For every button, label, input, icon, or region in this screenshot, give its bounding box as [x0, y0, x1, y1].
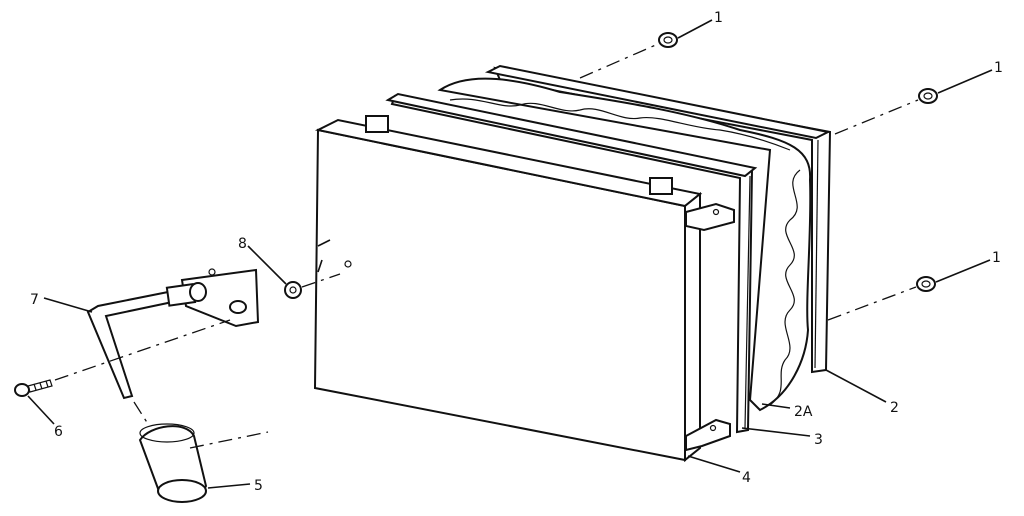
callout-6: 6 — [54, 424, 63, 440]
crank-handle — [86, 268, 260, 400]
callout-8: 8 — [238, 236, 247, 252]
insulation-blanket — [437, 77, 812, 412]
middle-panel — [385, 92, 758, 434]
alignment-lines — [54, 43, 919, 449]
callout-2a: 2A — [794, 404, 813, 420]
callout-5: 5 — [254, 478, 263, 494]
callout-1-right-top: 1 — [994, 60, 1003, 76]
callout-7: 7 — [30, 292, 39, 308]
callout-2: 2 — [890, 400, 899, 416]
callout-labels: 1 1 1 2 2A 3 4 5 6 7 8 — [30, 10, 1003, 494]
handle-grip — [138, 423, 208, 503]
leader-lines — [27, 19, 993, 489]
screw — [14, 379, 53, 397]
callout-3: 3 — [814, 432, 823, 448]
callout-4: 4 — [742, 470, 751, 486]
nut-top — [658, 32, 678, 48]
washer — [284, 281, 302, 299]
nut-right-bottom — [916, 276, 936, 292]
front-panel — [313, 115, 735, 463]
nut-right-top — [918, 88, 938, 104]
callout-1-top: 1 — [714, 10, 723, 26]
callout-1-right-bottom: 1 — [992, 250, 1001, 266]
